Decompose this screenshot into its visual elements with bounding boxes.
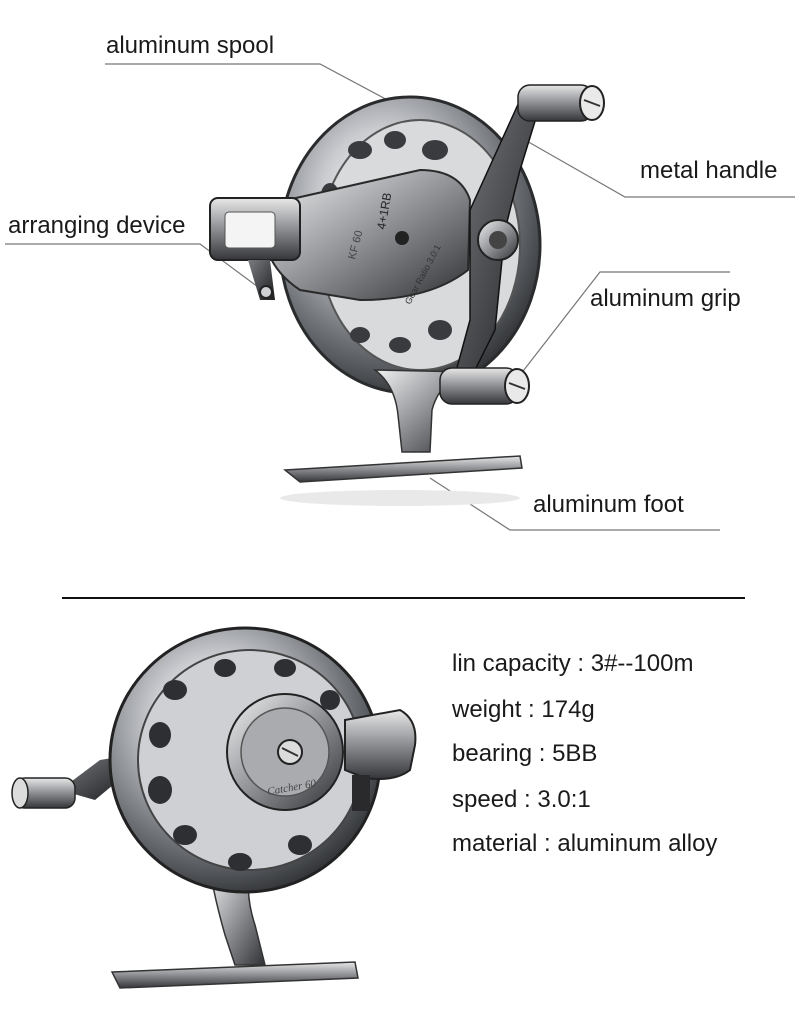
callout-aluminum-grip: aluminum grip bbox=[590, 285, 741, 312]
foot-plate bbox=[283, 455, 523, 483]
callout-aluminum-spool: aluminum spool bbox=[106, 32, 275, 59]
reel-bearing-marking: 4+1RB bbox=[374, 192, 394, 231]
bottom-line-guide bbox=[344, 708, 417, 780]
arranging-callout-line bbox=[5, 243, 263, 291]
frame-plate bbox=[264, 168, 472, 302]
spec-material: material : aluminum alloy bbox=[452, 830, 718, 857]
spec-weight: weight : 174g bbox=[452, 696, 595, 723]
bottom-foot-plate bbox=[110, 961, 359, 989]
spool-holes bbox=[321, 131, 452, 353]
grip-callout-line bbox=[519, 271, 730, 376]
callout-arranging-device: arranging device bbox=[8, 212, 186, 239]
foot-shadow bbox=[280, 490, 520, 506]
callout-metal-handle: metal handle bbox=[640, 157, 778, 184]
bottom-reel: Catcher 60 bbox=[11, 626, 417, 989]
spec-bearing: bearing : 5BB bbox=[452, 740, 598, 767]
spec-line-capacity: lin capacity : 3#--100m bbox=[452, 650, 694, 677]
metal-handle-knob bbox=[517, 84, 605, 122]
bottom-spool-holes bbox=[148, 659, 340, 871]
top-reel: 4+1RB KF 60 Gear Ratio 3.0:1 bbox=[209, 84, 605, 483]
aluminum-grip-knob bbox=[439, 367, 530, 405]
spec-speed: speed : 3.0:1 bbox=[452, 786, 591, 813]
callout-aluminum-foot: aluminum foot bbox=[533, 491, 684, 518]
center-screw bbox=[395, 231, 409, 245]
handle-callout-line bbox=[524, 139, 795, 198]
